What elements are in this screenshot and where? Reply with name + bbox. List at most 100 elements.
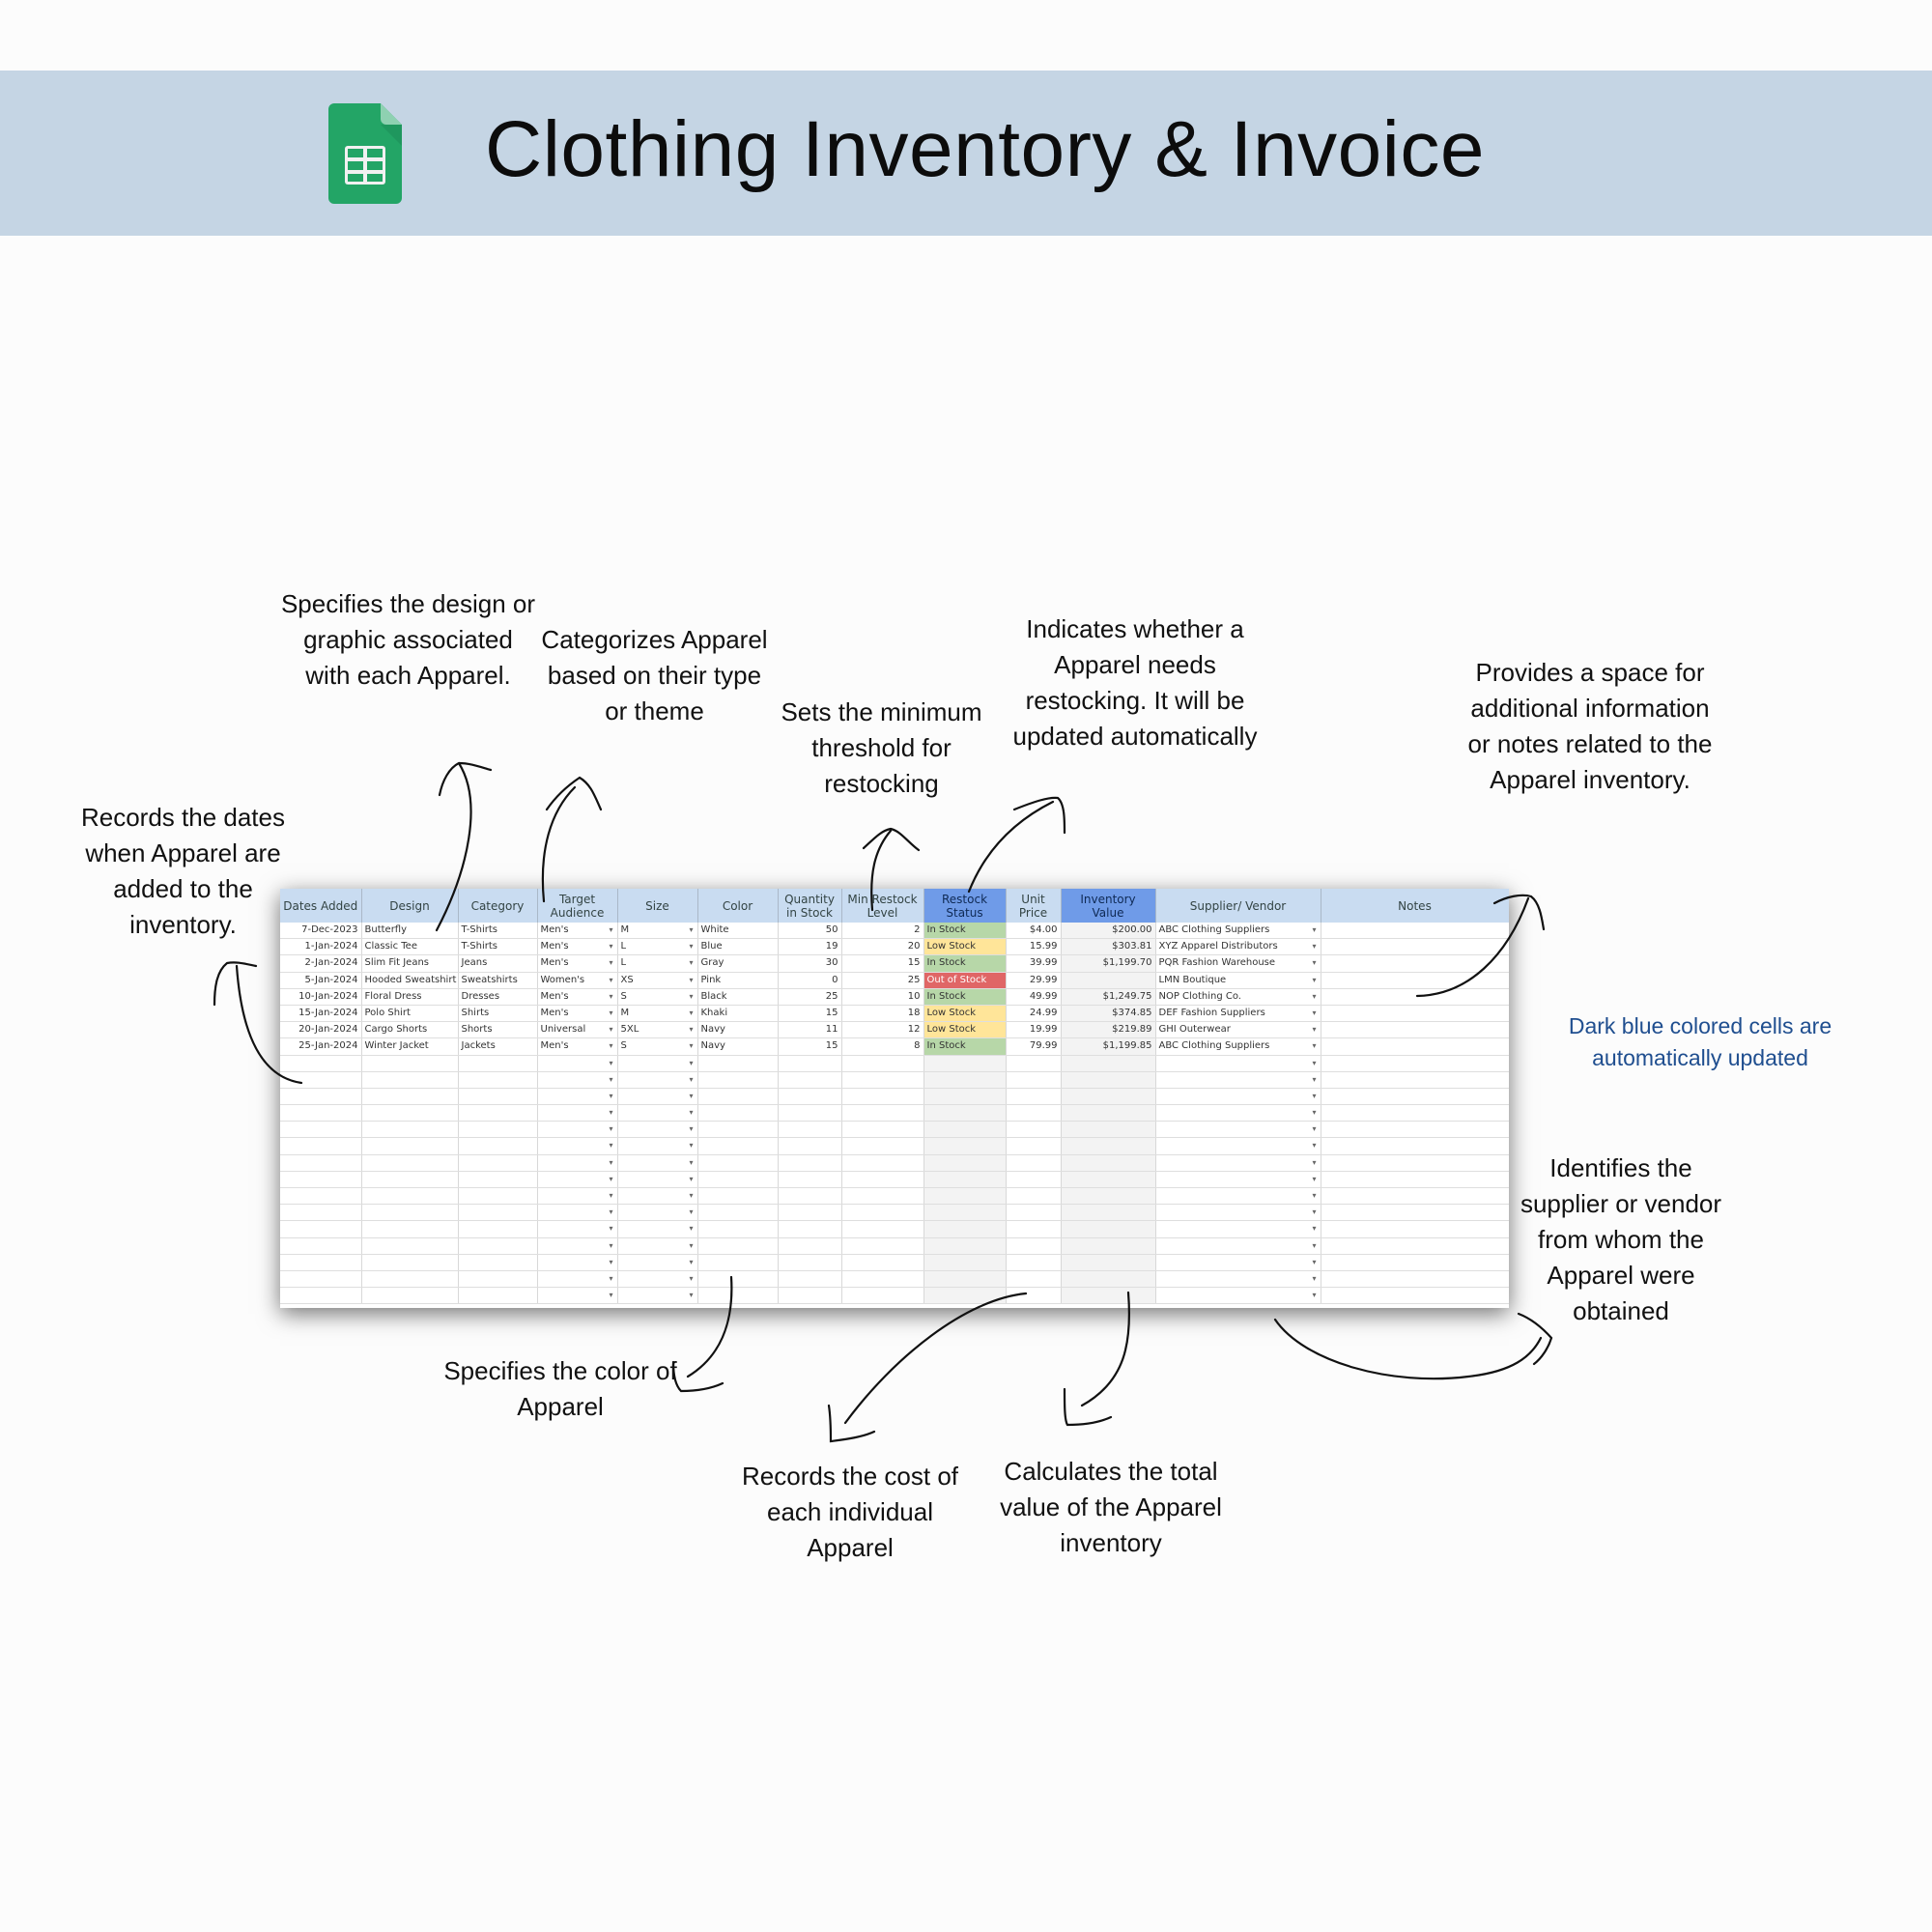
table-cell[interactable] (1321, 954, 1509, 973)
table-cell[interactable]: 15.99 (1006, 938, 1062, 956)
table-cell[interactable] (361, 1154, 459, 1172)
table-cell[interactable] (778, 1287, 842, 1305)
table-cell[interactable]: Out of Stock (923, 972, 1007, 989)
table-cell[interactable]: Low Stock (923, 1021, 1007, 1039)
table-cell[interactable] (537, 1254, 618, 1271)
table-cell[interactable] (923, 1237, 1007, 1255)
table-cell[interactable] (1006, 1104, 1062, 1122)
table-cell[interactable] (778, 1187, 842, 1206)
table-cell[interactable] (778, 1171, 842, 1189)
table-cell[interactable] (280, 1270, 362, 1289)
table-cell[interactable] (1006, 1137, 1062, 1155)
table-cell[interactable] (617, 1137, 698, 1155)
table-cell[interactable] (1061, 1204, 1156, 1222)
table-cell[interactable] (617, 1121, 698, 1139)
table-cell[interactable] (1155, 1237, 1321, 1255)
column-header[interactable]: Restock Status (923, 889, 1007, 923)
table-cell[interactable] (280, 1237, 362, 1255)
table-cell[interactable] (280, 1254, 362, 1271)
table-cell[interactable] (1155, 1171, 1321, 1189)
table-cell[interactable] (778, 1254, 842, 1271)
table-cell[interactable] (617, 1154, 698, 1172)
table-cell[interactable] (617, 1187, 698, 1206)
table-cell[interactable] (1006, 1088, 1062, 1106)
table-cell[interactable] (1155, 1287, 1321, 1305)
table-cell[interactable]: Navy (697, 1021, 779, 1039)
table-cell[interactable] (841, 1204, 924, 1222)
table-cell[interactable]: Khaki (697, 1005, 779, 1023)
table-cell[interactable] (841, 1055, 924, 1072)
table-cell[interactable] (537, 1071, 618, 1089)
table-cell[interactable] (1321, 988, 1509, 1006)
table-cell[interactable] (280, 1104, 362, 1122)
table-cell[interactable]: Classic Tee (361, 938, 459, 956)
table-cell[interactable] (1155, 1104, 1321, 1122)
table-cell[interactable] (458, 1204, 538, 1222)
table-cell[interactable]: 79.99 (1006, 1037, 1062, 1056)
table-cell[interactable] (697, 1071, 779, 1089)
table-cell[interactable] (361, 1071, 459, 1089)
table-cell[interactable] (923, 1088, 1007, 1106)
table-cell[interactable]: L (617, 938, 698, 956)
column-header[interactable]: Supplier/ Vendor (1155, 889, 1321, 923)
table-cell[interactable] (1006, 1171, 1062, 1189)
table-cell[interactable] (923, 1137, 1007, 1155)
table-cell[interactable] (537, 1270, 618, 1289)
table-cell[interactable] (280, 1220, 362, 1238)
table-cell[interactable]: Slim Fit Jeans (361, 954, 459, 973)
table-cell[interactable] (361, 1055, 459, 1072)
table-cell[interactable] (841, 1088, 924, 1106)
column-header[interactable]: Inventory Value (1061, 889, 1156, 923)
table-cell[interactable] (1321, 1071, 1509, 1089)
table-cell[interactable] (1321, 1237, 1509, 1255)
table-cell[interactable] (537, 1187, 618, 1206)
table-cell[interactable] (697, 1254, 779, 1271)
table-cell[interactable] (361, 1171, 459, 1189)
table-cell[interactable]: Polo Shirt (361, 1005, 459, 1023)
table-cell[interactable]: M (617, 1005, 698, 1023)
table-cell[interactable] (778, 1055, 842, 1072)
table-cell[interactable]: 39.99 (1006, 954, 1062, 973)
table-cell[interactable] (280, 1287, 362, 1305)
table-cell[interactable]: 7-Dec-2023 (280, 923, 362, 940)
table-cell[interactable] (1321, 1220, 1509, 1238)
table-cell[interactable]: S (617, 1037, 698, 1056)
table-cell[interactable] (1006, 1204, 1062, 1222)
table-cell[interactable] (361, 1104, 459, 1122)
table-cell[interactable] (778, 1104, 842, 1122)
column-header[interactable]: Color (697, 889, 779, 923)
table-cell[interactable] (1061, 1237, 1156, 1255)
table-cell[interactable] (778, 1071, 842, 1089)
table-cell[interactable] (1321, 1171, 1509, 1189)
table-cell[interactable]: Gray (697, 954, 779, 973)
table-cell[interactable]: Men's (537, 1037, 618, 1056)
table-cell[interactable] (1061, 972, 1156, 989)
table-cell[interactable]: M (617, 923, 698, 940)
table-cell[interactable] (1321, 1005, 1509, 1023)
table-cell[interactable] (1061, 1220, 1156, 1238)
table-cell[interactable] (1061, 1055, 1156, 1072)
table-cell[interactable] (1061, 1287, 1156, 1305)
table-cell[interactable] (1155, 1055, 1321, 1072)
table-cell[interactable] (1061, 1071, 1156, 1089)
table-cell[interactable] (617, 1237, 698, 1255)
table-cell[interactable] (1321, 1021, 1509, 1039)
column-header[interactable]: Unit Price (1006, 889, 1062, 923)
table-cell[interactable] (458, 1270, 538, 1289)
column-header[interactable]: Quantity in Stock (778, 889, 842, 923)
table-cell[interactable] (841, 1254, 924, 1271)
column-header[interactable]: Target Audience (537, 889, 618, 923)
table-cell[interactable] (280, 1071, 362, 1089)
table-cell[interactable] (458, 1287, 538, 1305)
table-cell[interactable]: LMN Boutique (1155, 972, 1321, 989)
table-cell[interactable]: 8 (841, 1037, 924, 1056)
table-cell[interactable] (1061, 1254, 1156, 1271)
column-header[interactable]: Category (458, 889, 538, 923)
table-cell[interactable]: 15 (778, 1037, 842, 1056)
table-cell[interactable]: $1,199.70 (1061, 954, 1156, 973)
table-cell[interactable] (1155, 1154, 1321, 1172)
table-cell[interactable]: White (697, 923, 779, 940)
table-cell[interactable]: Universal (537, 1021, 618, 1039)
table-cell[interactable] (697, 1237, 779, 1255)
table-cell[interactable]: 19.99 (1006, 1021, 1062, 1039)
